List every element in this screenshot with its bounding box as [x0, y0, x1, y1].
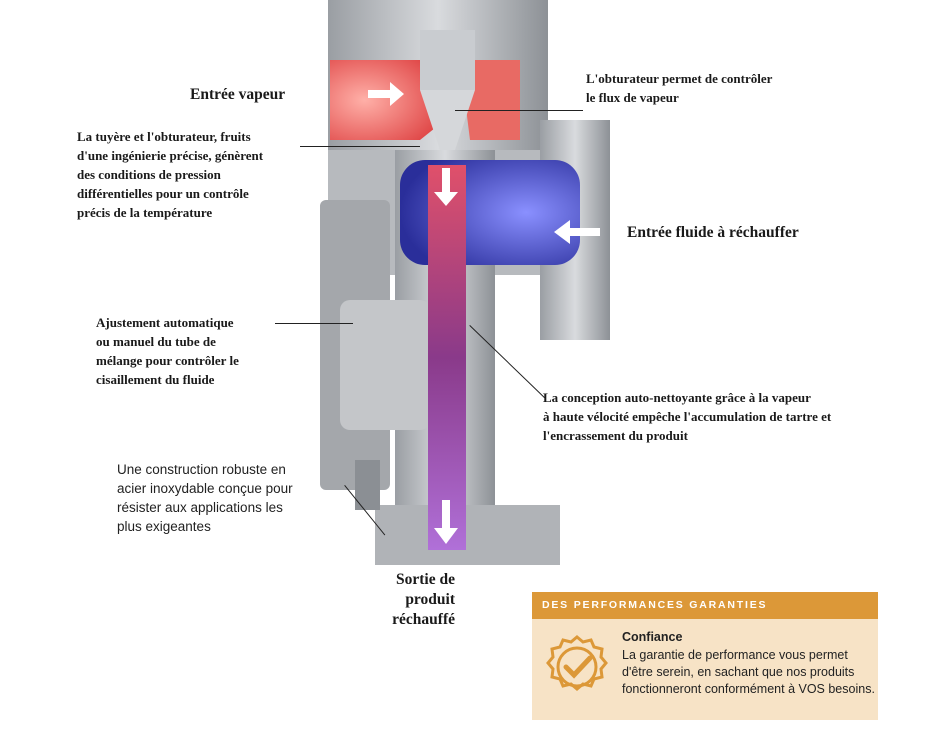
- fluid-chamber: [400, 160, 580, 265]
- label-line: produit: [405, 591, 455, 608]
- label-line: La conception auto-nettoyante grâce à la…: [543, 390, 811, 405]
- label-line: Une construction robuste en: [117, 462, 286, 477]
- label-line: l'encrassement du produit: [543, 428, 688, 443]
- adjustment-label: Ajustement automatique ou manuel du tube…: [96, 313, 239, 389]
- label-line: précis de la température: [77, 205, 213, 220]
- label-line: L'obturateur permet de contrôler: [586, 71, 773, 86]
- leader-line: [275, 323, 353, 324]
- label-line: à haute vélocité empêche l'accumulation …: [543, 409, 832, 424]
- steam-chamber: [330, 60, 445, 140]
- label-line: réchauffé: [392, 611, 455, 628]
- mixing-tube: [428, 165, 466, 550]
- self-cleaning-label: La conception auto-nettoyante grâce à la…: [543, 388, 831, 445]
- check-badge-icon: [546, 635, 608, 691]
- construction-label: Une construction robuste en acier inoxyd…: [117, 460, 293, 536]
- label-line: La tuyère et l'obturateur, fruits: [77, 129, 251, 144]
- guarantee-text: La garantie de performance vous permet d…: [622, 648, 875, 696]
- label-line: Sortie de: [396, 571, 455, 588]
- label-line: cisaillement du fluide: [96, 372, 215, 387]
- label-line: des conditions de pression: [77, 167, 221, 182]
- guarantee-panel: DES PERFORMANCES GARANTIES Confiance La …: [532, 592, 878, 720]
- guarantee-header: DES PERFORMANCES GARANTIES: [532, 592, 878, 619]
- guarantee-title: Confiance: [622, 630, 683, 644]
- plug-label: L'obturateur permet de contrôler le flux…: [586, 69, 772, 107]
- label-line: ou manuel du tube de: [96, 334, 216, 349]
- arrow-icon: [368, 82, 600, 544]
- label-line: d'une ingénierie précise, génèrent: [77, 148, 264, 163]
- label-line: résister aux applications les: [117, 500, 283, 515]
- label-line: mélange pour contrôler le: [96, 353, 239, 368]
- nozzle-label: La tuyère et l'obturateur, fruits d'une …: [77, 127, 263, 222]
- steam-inlet-label: Entrée vapeur: [190, 86, 286, 103]
- leader-line: [300, 146, 420, 147]
- leader-line: [455, 110, 583, 111]
- label-line: Ajustement automatique: [96, 315, 234, 330]
- label-line: différentielles pour un contrôle: [77, 186, 249, 201]
- label-line: acier inoxydable conçue pour: [117, 481, 293, 496]
- fluid-inlet-label: Entrée fluide à réchauffer: [627, 224, 799, 241]
- outlet-label: Sortie de produit réchauffé: [380, 570, 455, 630]
- label-line: le flux de vapeur: [586, 90, 679, 105]
- label-line: plus exigeantes: [117, 519, 211, 534]
